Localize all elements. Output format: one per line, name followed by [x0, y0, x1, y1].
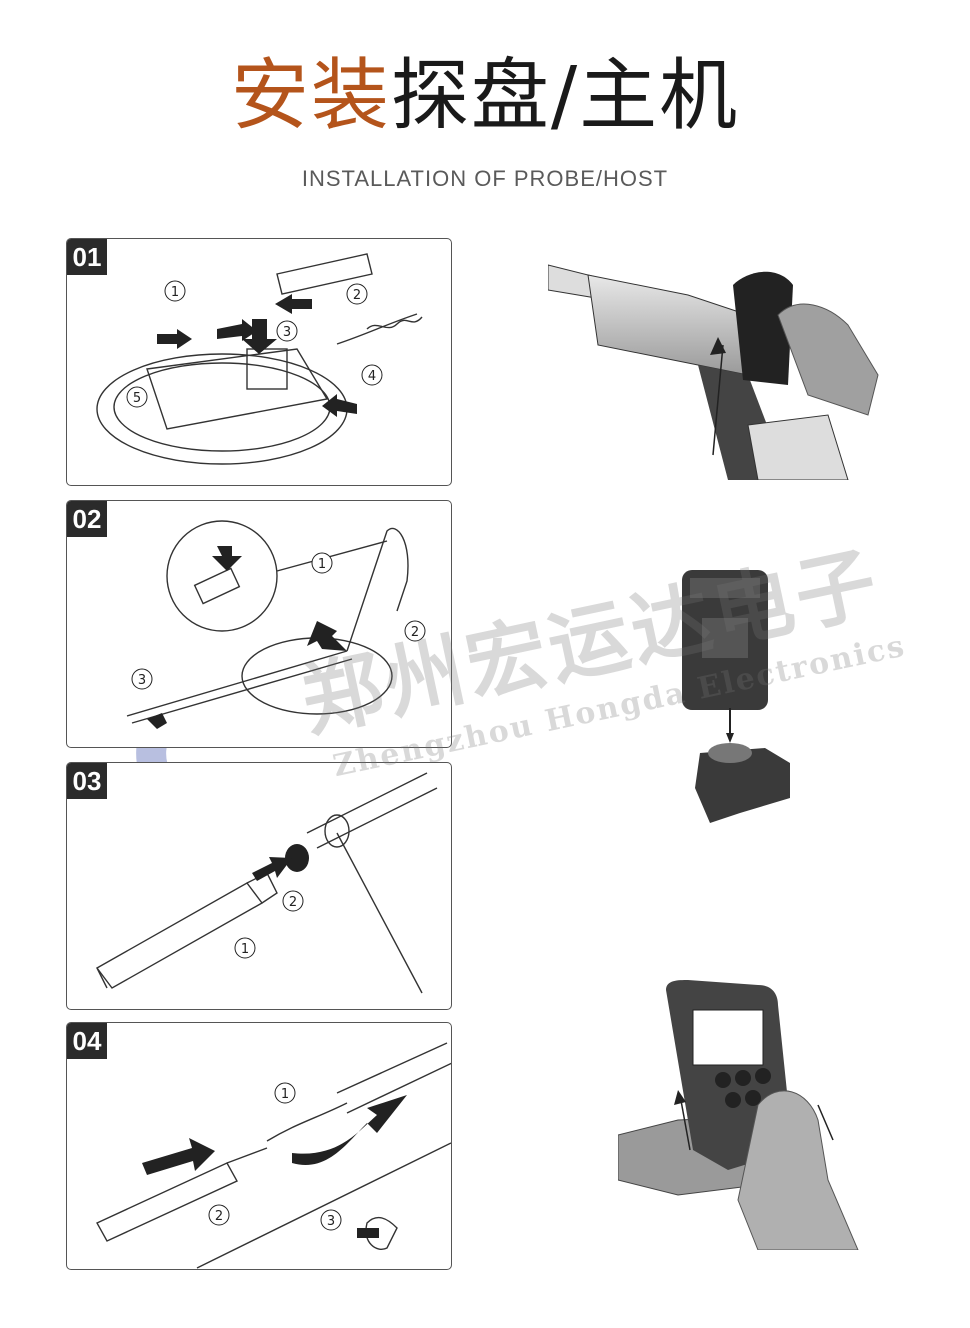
- step-number: 04: [67, 1023, 107, 1059]
- step-01-callout-3: 3: [283, 325, 291, 340]
- title-rest: 探盘/主机: [390, 51, 740, 141]
- step-panel-03: 03 1 2: [66, 762, 452, 1010]
- step-number: 03: [67, 763, 107, 799]
- step-02-callout-1: 1: [318, 557, 326, 572]
- handle-grip-photo: [548, 264, 879, 480]
- page-title: 安装探盘/主机: [0, 48, 970, 144]
- step-panel-04: 04 1 2 3: [66, 1022, 452, 1270]
- step-04-callout-3: 3: [327, 1214, 335, 1229]
- step-03-diagram: 1 2: [95, 772, 438, 994]
- step-number: 01: [67, 239, 107, 275]
- handheld-unit-photo: [618, 980, 859, 1250]
- step-04-callout-2: 2: [215, 1209, 223, 1224]
- control-box-photo: [682, 570, 790, 823]
- step-panel-01: 01 1 2 3 4 5: [66, 238, 452, 486]
- title-accent: 安装: [230, 51, 391, 141]
- step-03-callout-2: 2: [289, 895, 297, 910]
- step-01-diagram: 1 2 3 4 5: [96, 253, 423, 465]
- step-panel-02: 02 1 2 3: [66, 500, 452, 748]
- step-04-callout-1: 1: [281, 1087, 289, 1102]
- step-02-callout-2: 2: [411, 625, 419, 640]
- step-number: 02: [67, 501, 107, 537]
- step-01-callout-2: 2: [353, 288, 361, 303]
- step-02-callout-3: 3: [138, 673, 146, 688]
- step-01-callout-4: 4: [368, 369, 376, 384]
- step-03-callout-1: 1: [241, 942, 249, 957]
- step-01-callout-1: 1: [171, 285, 179, 300]
- step-04-diagram: 1 2 3: [96, 1042, 451, 1269]
- step-02-diagram: 1 2 3: [126, 520, 426, 729]
- step-01-callout-5: 5: [133, 391, 141, 406]
- page-subtitle: INSTALLATION OF PROBE/HOST: [301, 166, 669, 191]
